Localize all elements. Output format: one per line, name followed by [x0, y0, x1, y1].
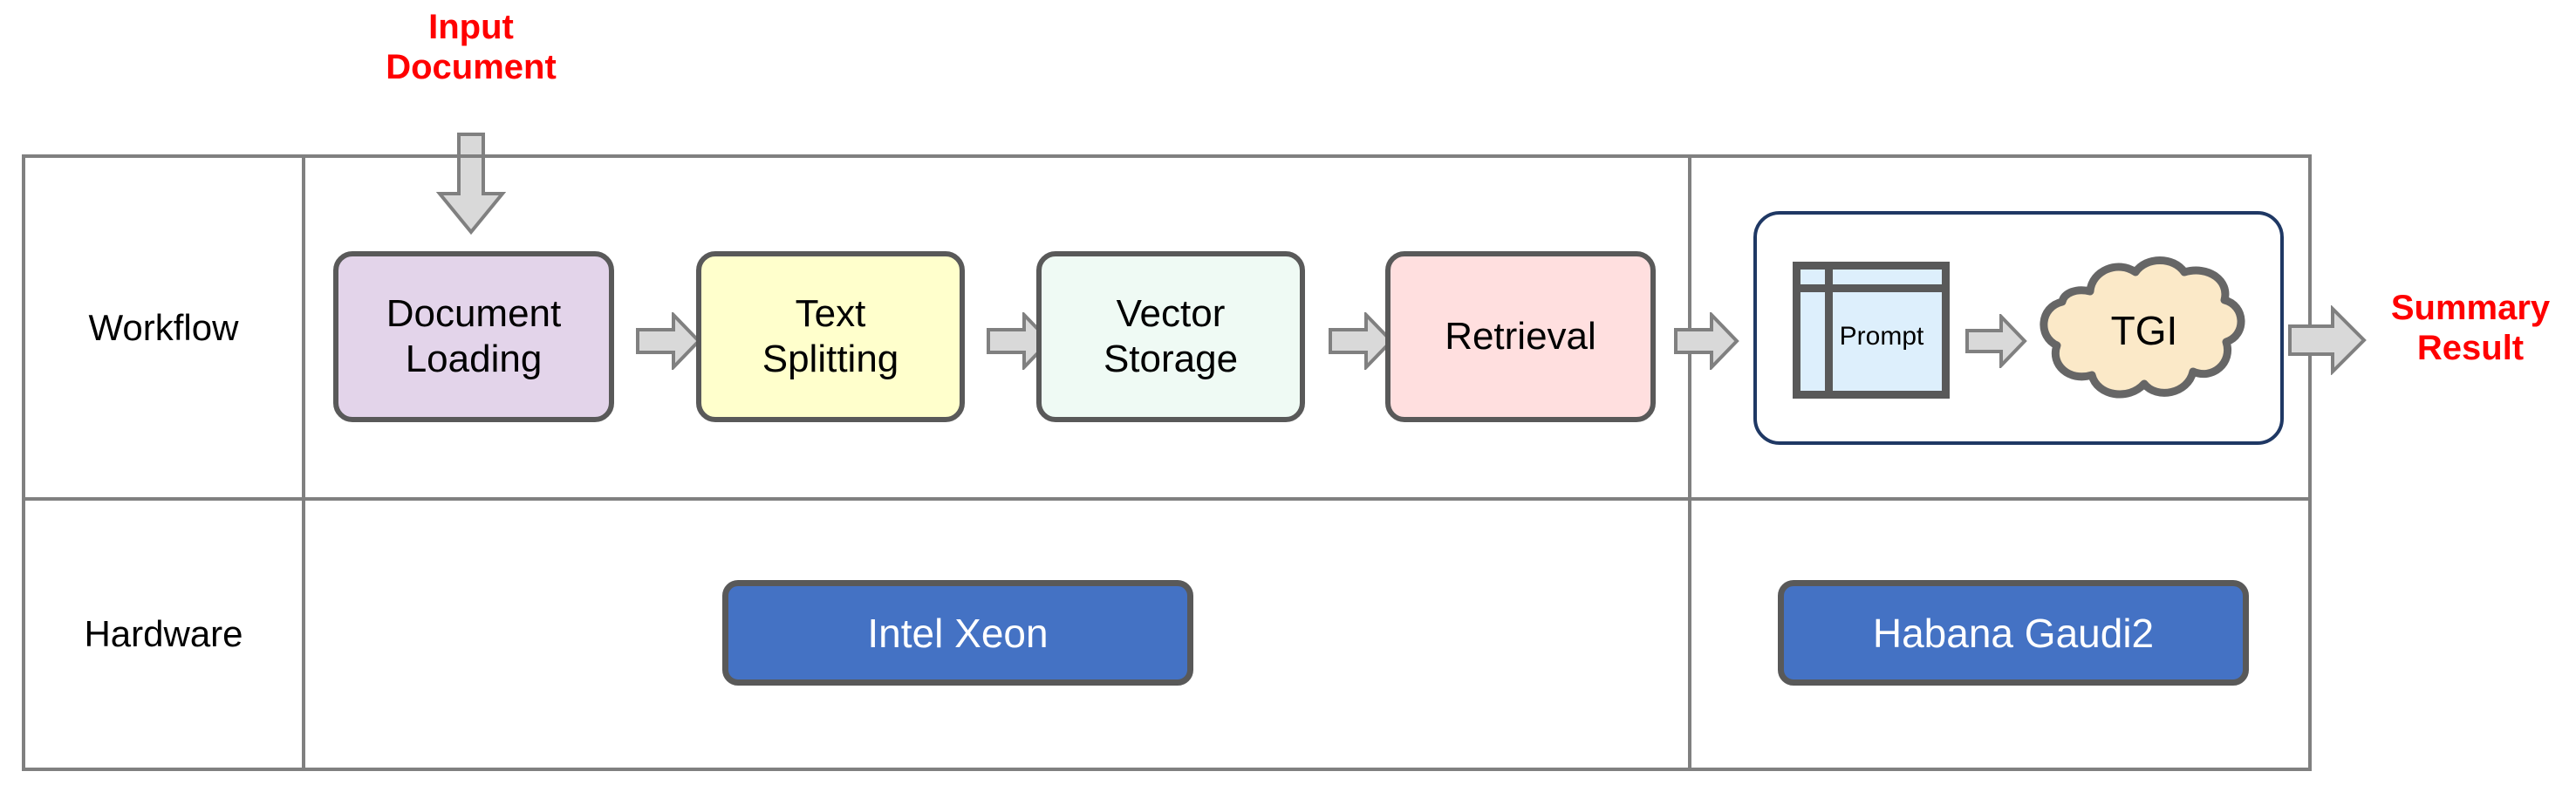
node-text-splitting-line2: Splitting — [762, 338, 899, 380]
arrow-retrieval-to-llm — [1673, 312, 1739, 370]
table-right-border — [2308, 154, 2312, 771]
node-document-loading[interactable]: Document Loading — [333, 251, 614, 422]
node-vector-storage-line1: Vector — [1116, 292, 1226, 336]
tgi-cloud[interactable]: TGI — [2038, 249, 2251, 412]
table-left-border — [22, 154, 25, 771]
node-vector-storage-line2: Storage — [1103, 338, 1239, 380]
prompt-label: Prompt — [1839, 321, 1924, 351]
hw-node-intel-xeon[interactable]: Intel Xeon — [722, 580, 1193, 686]
table-row-divider — [22, 497, 2312, 501]
row-label-workflow: Workflow — [25, 158, 302, 497]
summary-result-line1: Summary — [2390, 289, 2551, 327]
input-document-line1: Input — [428, 8, 514, 46]
summary-result-line2: Result — [2416, 329, 2525, 368]
arrow-prompt-to-tgi — [1964, 314, 2027, 368]
node-text-splitting-line1: Text — [795, 292, 866, 336]
hw-node-habana-gaudi2[interactable]: Habana Gaudi2 — [1778, 580, 2249, 686]
prompt-icon-column-divider — [1825, 270, 1833, 391]
node-document-loading-line1: Document — [386, 292, 562, 336]
table-top-border — [22, 154, 2312, 158]
node-vector-storage[interactable]: Vector Storage — [1036, 251, 1305, 422]
prompt-icon-header-bar — [1800, 284, 1942, 292]
row-label-hardware: Hardware — [25, 501, 302, 768]
hw-node-habana-gaudi2-label: Habana Gaudi2 — [1872, 610, 2155, 656]
table-section-divider — [1688, 154, 1691, 771]
row-label-hardware-text: Hardware — [84, 613, 243, 654]
node-retrieval[interactable]: Retrieval — [1385, 251, 1656, 422]
node-text-splitting[interactable]: Text Splitting — [696, 251, 965, 422]
node-document-loading-line2: Loading — [405, 338, 543, 380]
arrow-storage-to-retrieval — [1328, 312, 1394, 370]
arrow-loading-to-splitting — [635, 312, 701, 370]
table-label-column-divider — [302, 154, 305, 771]
input-document-annotation: Input Document — [375, 7, 567, 88]
row-label-workflow-text: Workflow — [88, 306, 239, 348]
table-bottom-border — [22, 768, 2312, 771]
prompt-table-icon[interactable]: Prompt — [1793, 262, 1950, 399]
hw-node-intel-xeon-label: Intel Xeon — [867, 610, 1049, 656]
input-down-arrow — [436, 133, 506, 236]
summary-result-annotation: Summary Result — [2374, 288, 2566, 369]
arrow-llm-to-summary — [2287, 305, 2368, 375]
input-document-line2: Document — [386, 48, 557, 87]
node-retrieval-label: Retrieval — [1445, 315, 1596, 358]
llm-group-container — [1753, 211, 2284, 445]
